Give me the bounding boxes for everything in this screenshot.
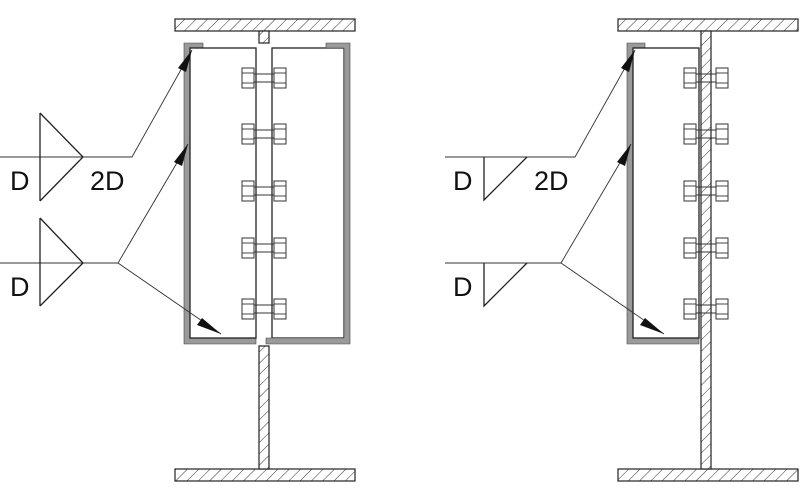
bolt — [241, 237, 287, 259]
left-weld-symbol-bottom: D — [10, 217, 84, 307]
weld-size-label: D — [453, 166, 473, 196]
bolt — [241, 180, 287, 202]
left-web-upper — [258, 30, 270, 44]
weld-length-label: 2D — [90, 166, 125, 196]
arrow-icon — [174, 144, 188, 166]
arrow-icon — [640, 318, 664, 334]
left-weld-symbol-top: D 2D — [10, 112, 125, 202]
left-leader-top — [0, 49, 193, 158]
bolt — [241, 123, 287, 145]
left-bottom-flange — [174, 468, 356, 482]
arrow-icon — [617, 144, 631, 166]
right-bottom-flange — [617, 468, 799, 482]
right-weld-symbol-top: D 2D — [453, 156, 569, 202]
bolt — [241, 67, 287, 89]
left-top-flange — [174, 18, 356, 32]
right-leader-mid — [445, 143, 632, 264]
right-web — [700, 30, 712, 470]
weld-size-label: D — [10, 272, 30, 302]
arrow-icon — [178, 50, 192, 72]
weld-size-label: D — [10, 166, 30, 196]
left-leader-mid — [0, 143, 189, 264]
right-connection-detail: D 2D D — [445, 18, 799, 482]
weld-length-label: 2D — [534, 166, 569, 196]
left-weld-bead-b — [265, 42, 351, 345]
bolt — [241, 298, 287, 320]
left-connection-detail: D 2D D — [0, 18, 356, 482]
weld-size-label: D — [453, 272, 473, 302]
right-weld-symbol-bottom: D — [453, 262, 528, 308]
arrow-icon — [621, 50, 635, 72]
right-top-flange — [617, 18, 799, 32]
arrow-icon — [197, 318, 221, 334]
left-web — [258, 345, 270, 470]
right-leader-top — [445, 49, 636, 158]
